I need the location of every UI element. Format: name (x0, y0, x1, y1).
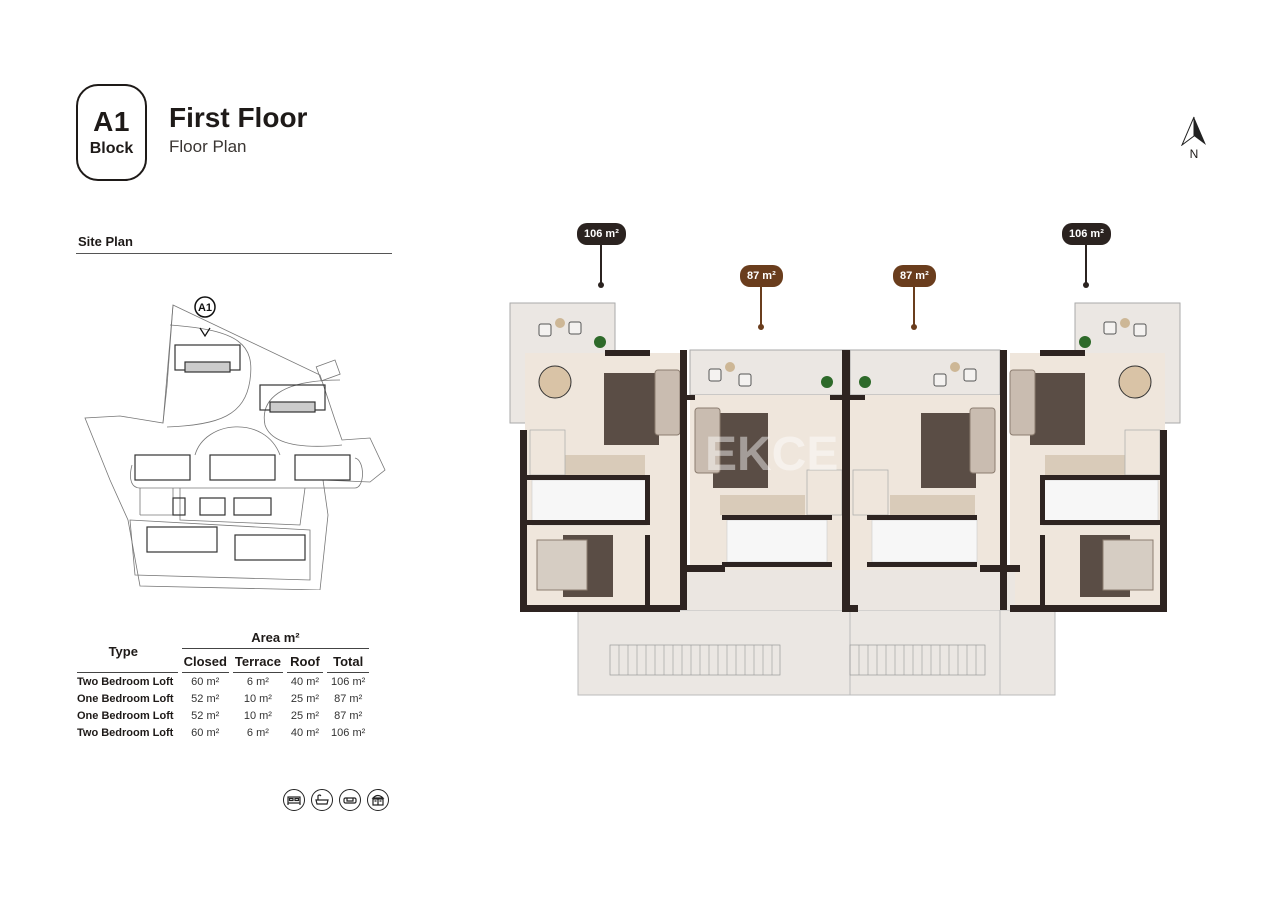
pin-dot (1083, 282, 1090, 288)
pin-stem (913, 287, 916, 325)
unit-area-label: 87 m² (893, 265, 936, 287)
col-header-roof: Roof (286, 649, 324, 673)
row-type: One Bedroom Loft (77, 693, 174, 705)
col-header-closed: Closed (181, 649, 229, 673)
unit-area-label: 87 m² (740, 265, 783, 287)
pin-stem (1085, 245, 1088, 283)
col-header-total: Total (327, 649, 370, 673)
floor-plan: EKCE (509, 302, 1181, 696)
living-room-icon (339, 789, 361, 811)
row-roof: 40 m² (290, 676, 320, 688)
page-title: First Floor (169, 102, 308, 133)
pin-dot (758, 324, 765, 330)
unit-pin-1: 106 m² (577, 223, 626, 288)
north-arrow-icon (1180, 116, 1206, 147)
block-badge: A1 Block (76, 84, 147, 181)
title-block: First Floor Floor Plan (169, 102, 307, 158)
row-terrace: 6 m² (246, 676, 269, 688)
unit-pin-4: 106 m² (1062, 223, 1111, 288)
table-row: Two Bedroom Loft 60 m² 6 m² 40 m² 106 m² (77, 724, 369, 741)
row-closed: 60 m² (191, 676, 220, 688)
unit-area-label: 106 m² (1062, 223, 1111, 245)
area-group-header: Area m² (181, 630, 370, 649)
col-header-terrace: Terrace (232, 649, 283, 673)
pin-dot (598, 282, 605, 288)
pin-stem (760, 287, 763, 325)
row-total: 106 m² (331, 727, 366, 739)
row-roof: 25 m² (290, 710, 320, 722)
unit-pin-2: 87 m² (740, 265, 783, 330)
row-total: 106 m² (331, 676, 366, 688)
bathroom-icon (311, 789, 333, 811)
unit-pin-3: 87 m² (893, 265, 936, 330)
bedroom-icon (283, 789, 305, 811)
type-header: Type (77, 630, 178, 673)
table-row: One Bedroom Loft 52 m² 10 m² 25 m² 87 m² (77, 690, 369, 707)
watermark: EKCE (705, 428, 838, 481)
row-terrace: 10 m² (243, 710, 272, 722)
row-type: Two Bedroom Loft (77, 727, 174, 739)
row-total: 87 m² (334, 710, 363, 722)
pin-stem (600, 245, 603, 283)
site-plan-title: Site Plan (78, 234, 133, 249)
row-total: 87 m² (334, 693, 363, 705)
page-subtitle: Floor Plan (169, 137, 247, 156)
row-terrace: 10 m² (243, 693, 272, 705)
site-plan-divider (76, 253, 392, 254)
table-row: Two Bedroom Loft 60 m² 6 m² 40 m² 106 m² (77, 673, 369, 690)
row-closed: 52 m² (191, 710, 220, 722)
block-code: A1 (93, 105, 130, 137)
area-table: Type Area m² Closed Terrace Roof Total T… (73, 630, 373, 741)
kitchen-icon (367, 789, 389, 811)
table-row: One Bedroom Loft 52 m² 10 m² 25 m² 87 m² (77, 707, 369, 724)
row-roof: 25 m² (290, 693, 320, 705)
row-terrace: 6 m² (246, 727, 269, 739)
row-roof: 40 m² (290, 727, 320, 739)
block-label: Block (89, 139, 134, 157)
row-type: Two Bedroom Loft (77, 676, 174, 688)
unit-area-label: 106 m² (577, 223, 626, 245)
row-type: One Bedroom Loft (77, 710, 174, 722)
row-closed: 60 m² (191, 727, 220, 739)
pin-dot (911, 324, 918, 330)
row-closed: 52 m² (191, 693, 220, 705)
north-label: N (1189, 147, 1199, 161)
site-marker-label: A1 (198, 302, 212, 314)
north-compass: N (1176, 116, 1212, 164)
amenity-icons (283, 789, 389, 811)
site-plan-map: A1 (84, 296, 386, 590)
